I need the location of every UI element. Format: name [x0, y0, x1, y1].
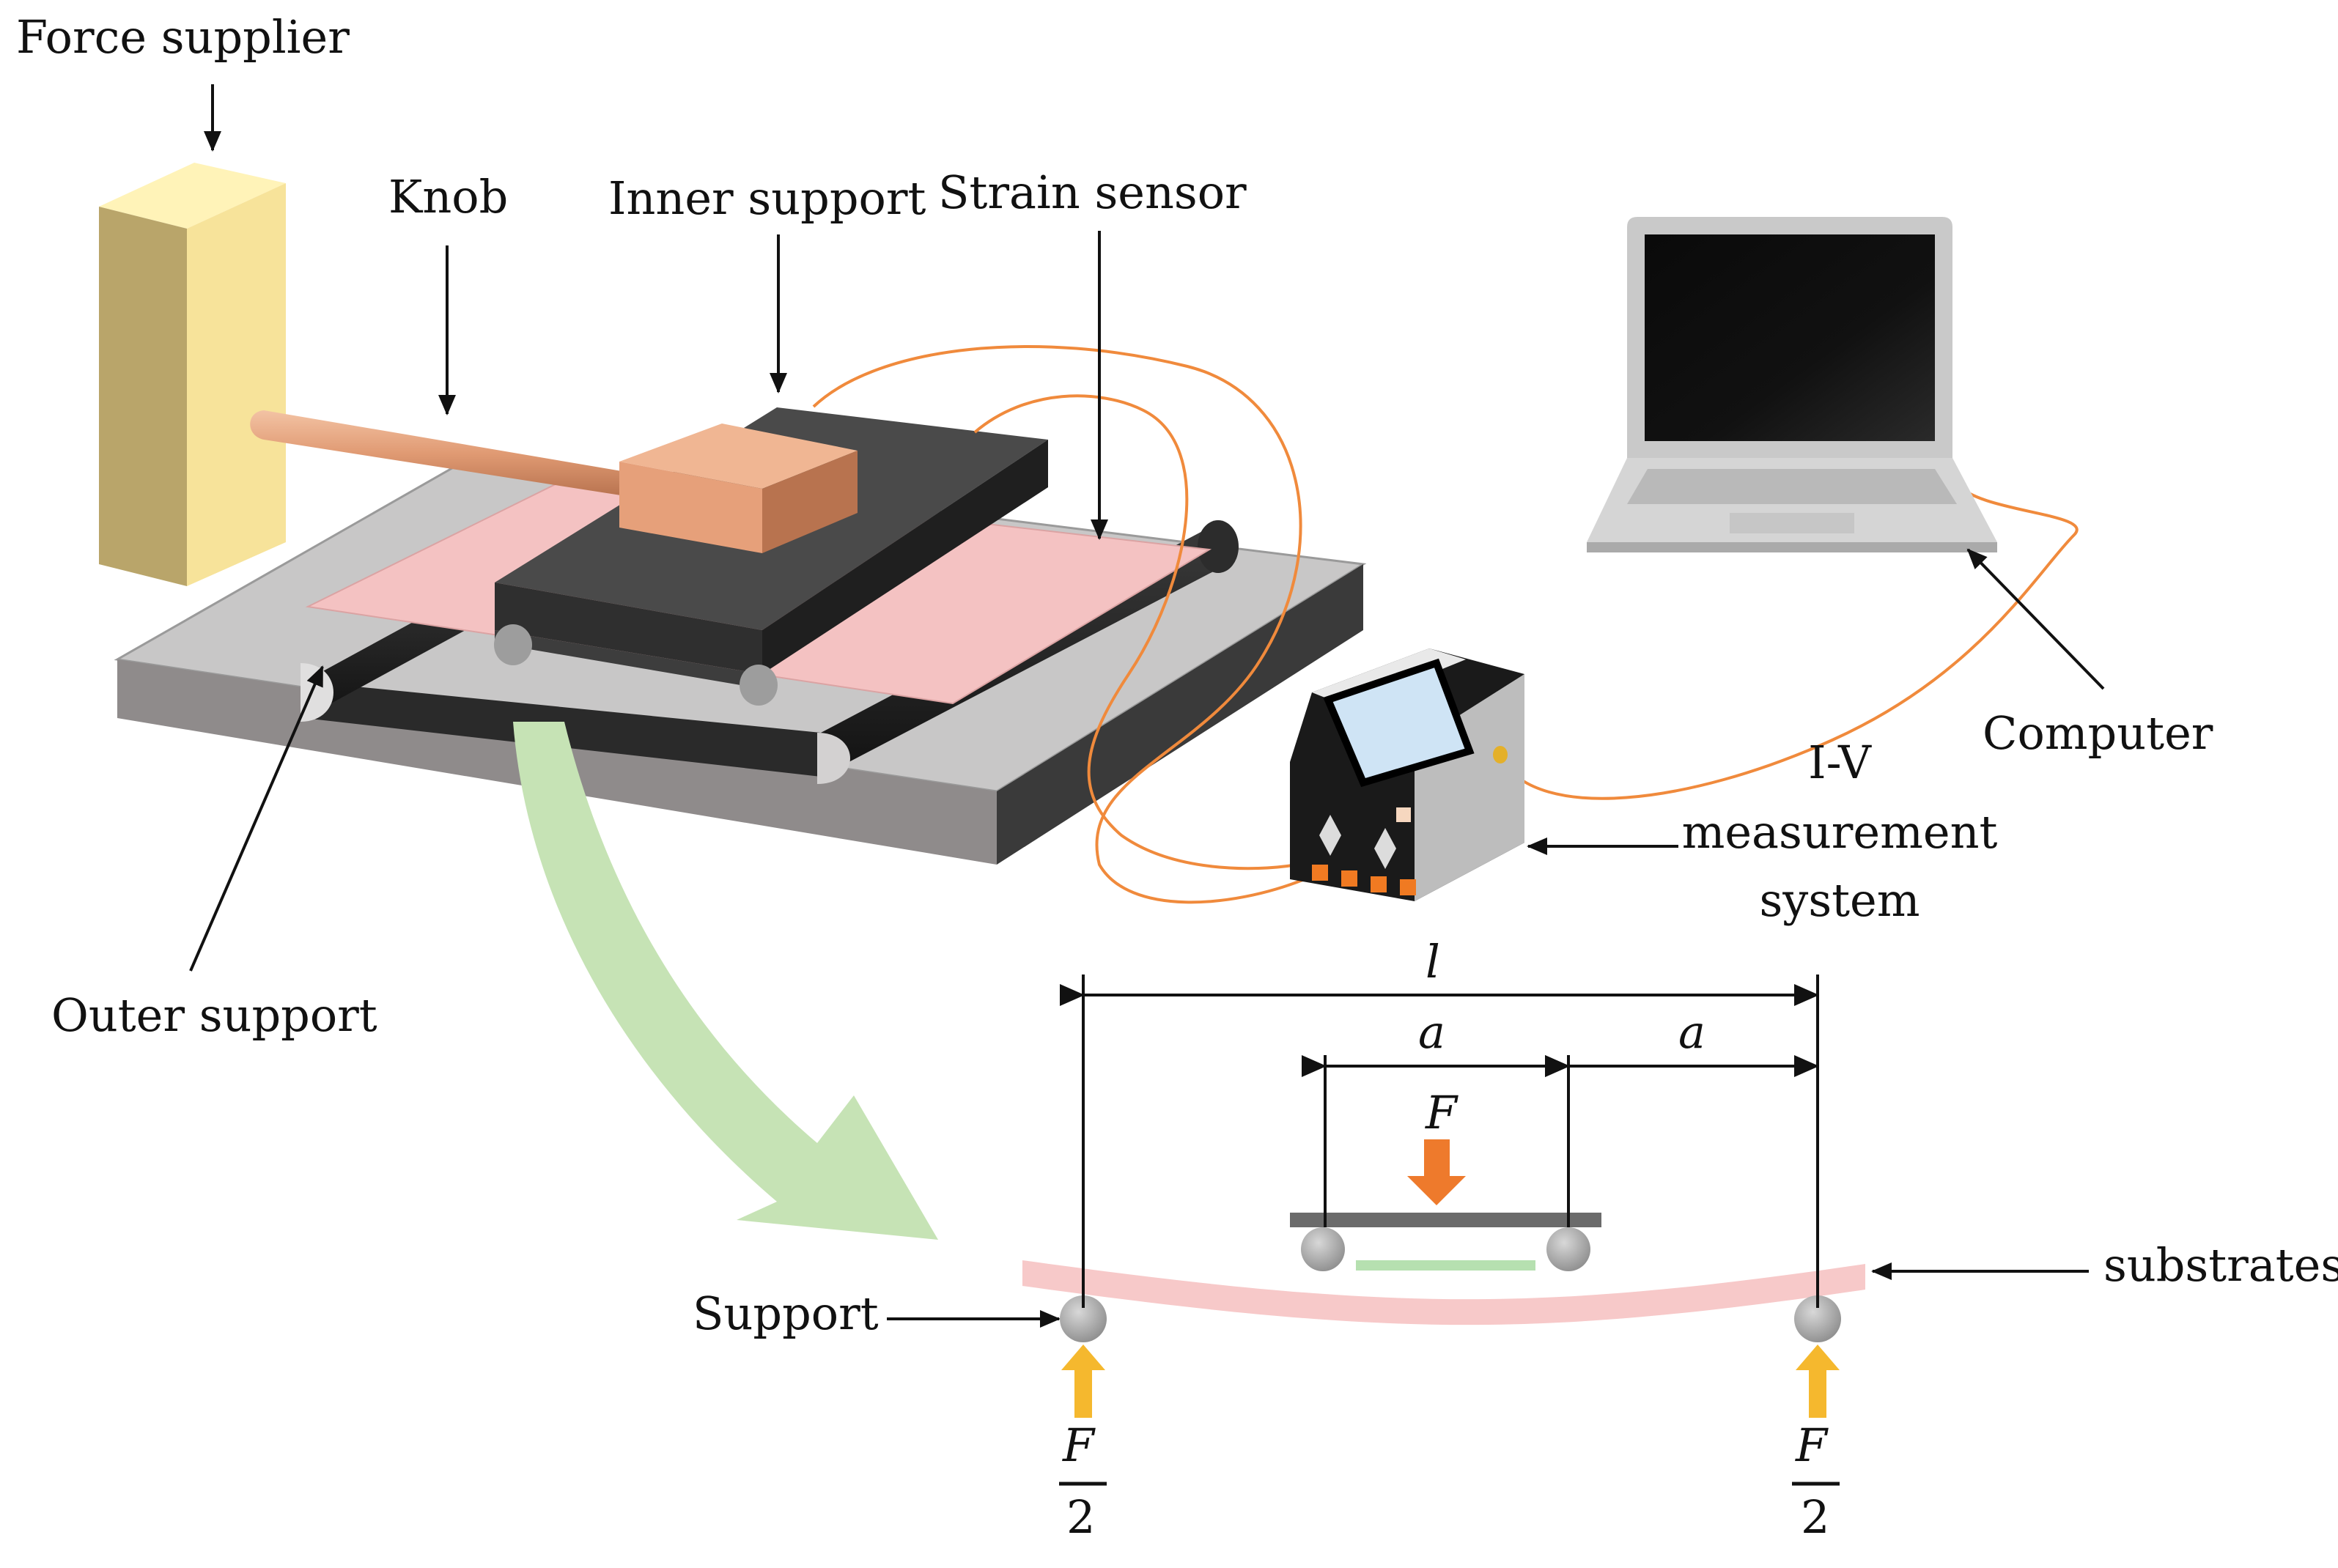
computer-pointer — [1966, 548, 2105, 690]
label-force-supplier: Force supplier — [16, 10, 350, 64]
laptop-computer — [1587, 217, 1997, 552]
outer-ball-right — [1794, 1295, 1841, 1342]
green-zoom-arrow — [513, 722, 938, 1240]
label-knob: Knob — [388, 170, 509, 223]
symbol-F-numerator-left: F — [1063, 1419, 1095, 1472]
symbol-a-left: a — [1418, 1005, 1445, 1059]
inner-ball-right — [1546, 1227, 1590, 1271]
label-substrates: substrates — [2103, 1238, 2338, 1292]
symbol-F: F — [1426, 1086, 1458, 1139]
sensor-strip — [1356, 1260, 1535, 1271]
symbol-F-denominator-right: 2 — [1801, 1490, 1830, 1544]
knob-assembly — [250, 410, 858, 553]
label-strain-sensor: Strain sensor — [938, 166, 1247, 219]
force-supplier-block — [99, 163, 286, 586]
loading-bar — [1290, 1213, 1601, 1227]
inner-ball-left — [1301, 1227, 1345, 1271]
label-iv-line2: measurement — [1681, 805, 1998, 859]
label-support: Support — [693, 1287, 879, 1340]
label-outer-support: Outer support — [51, 988, 377, 1042]
symbol-a-right: a — [1678, 1005, 1705, 1059]
outer-support-pointer — [189, 665, 324, 972]
label-iv-line3: system — [1759, 873, 1920, 927]
label-computer: Computer — [1983, 706, 2213, 760]
iv-measurement-device — [1290, 648, 1524, 901]
wires — [812, 345, 2079, 904]
symbol-l: l — [1426, 935, 1440, 988]
outer-ball-left — [1060, 1295, 1107, 1342]
bending-schematic — [1022, 975, 1865, 1486]
label-pointer-arrows — [189, 84, 2105, 1328]
substrate-beam — [1022, 1260, 1865, 1325]
reaction-force-arrow-left — [1061, 1345, 1105, 1418]
reaction-force-arrow-right — [1796, 1345, 1840, 1418]
symbol-F-numerator-right: F — [1796, 1419, 1828, 1472]
applied-force-arrow — [1407, 1139, 1466, 1205]
symbol-F-denominator-left: 2 — [1066, 1490, 1096, 1544]
label-iv-line1: I-V — [1808, 736, 1871, 789]
label-inner-support: Inner support — [608, 171, 926, 225]
